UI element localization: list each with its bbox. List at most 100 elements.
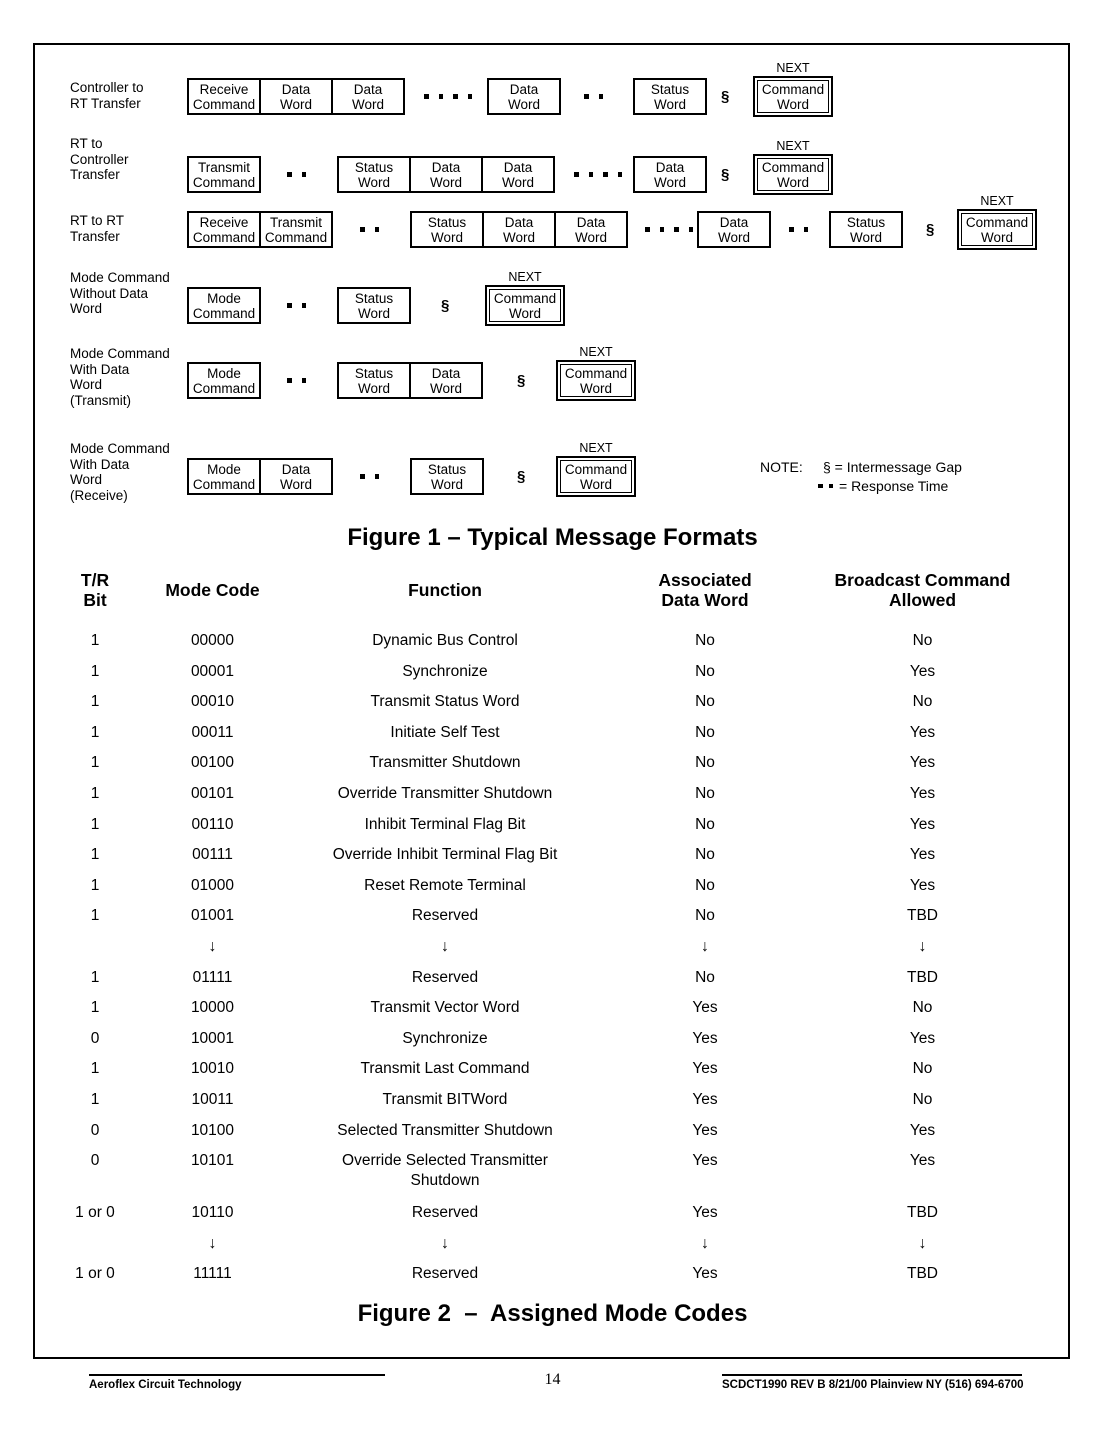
cell-mode-code: 10100 [190,1121,235,1139]
cell-mode-code: 11111 [193,1265,232,1283]
cell-tr-bit: 0 [90,1121,100,1139]
continuation-dots [424,78,472,115]
dot [301,172,306,177]
note-response-text: = Response Time [839,478,949,494]
intermessage-gap-symbol: § [926,221,935,238]
note-label: NOTE: [760,459,803,475]
cell-broadcast-allowed: Yes [909,1121,936,1139]
message-word-box: Receive Command [187,211,261,248]
cell-function: Reserved [411,968,479,986]
message-word-box: Transmit Command [259,211,333,248]
intermessage-gap-symbol: § [517,468,526,485]
next-command-word: NEXT Command Word [485,270,565,326]
message-word-box: Status Word [337,287,411,324]
cell-assoc-data-word: ↓ [701,937,709,955]
cell-assoc-data-word: Yes [692,1090,718,1108]
dot [674,227,679,232]
message-word-group: Data Word [633,156,707,193]
cell-function: Reserved [411,1204,479,1222]
dot [789,227,794,232]
message-word-box: Data Word [633,156,707,193]
response-time-dots [360,211,379,248]
page-border [33,43,1070,1359]
cell-function: Selected Transmitter Shutdown [337,1121,553,1139]
message-word-box: Status Word [633,78,707,115]
next-command-word-box: Command Word [961,213,1033,246]
cell-assoc-data-word: No [695,846,715,864]
message-word-box: Data Word [554,211,628,248]
dot [467,94,472,99]
dot [424,94,429,99]
cell-tr-bit: 1 [90,662,100,680]
cell-broadcast-allowed: Yes [909,1152,936,1170]
message-word-box: Data Word [259,458,333,495]
message-word-group: Transmit Command [187,156,261,193]
cell-broadcast-allowed: Yes [909,876,936,894]
message-word-box: Data Word [409,156,483,193]
response-time-dots [287,287,306,324]
next-label: NEXT [776,139,810,153]
message-word-box: Status Word [337,156,411,193]
cell-tr-bit: 1 or 0 [75,1204,115,1222]
next-label: NEXT [508,270,542,284]
cell-broadcast-allowed: Yes [909,754,936,772]
col-header-tr-bit: T/R Bit [80,570,110,610]
dot [287,172,292,177]
dot [688,227,693,232]
cell-tr-bit: 0 [90,1152,100,1170]
figure1-row-label: Mode Command Without Data Word [70,270,170,316]
cell-function: Transmit Status Word [370,693,520,711]
dot [803,227,808,232]
message-word-box: Data Word [409,362,483,399]
cell-tr-bit: 1 or 0 [75,1265,115,1283]
response-time-dots [287,156,306,193]
note-gap-definition: § = Intermessage Gap [823,459,962,475]
col-header-function: Function [408,580,482,600]
cell-broadcast-allowed: No [912,999,933,1017]
cell-assoc-data-word: No [695,876,715,894]
dot [287,303,292,308]
cell-broadcast-allowed: TBD [907,1204,938,1222]
cell-function: ↓ [441,1234,449,1252]
cell-assoc-data-word: Yes [692,1029,718,1047]
next-command-outer-box: Command Word [957,209,1037,250]
cell-mode-code: 00101 [190,784,235,802]
cell-tr-bit: 1 [90,723,100,741]
intermessage-gap-symbol: § [721,166,730,183]
cell-assoc-data-word: Yes [692,1265,718,1283]
dot [603,172,608,177]
cell-tr-bit: 1 [90,693,100,711]
response-time-dots [360,458,379,495]
cell-assoc-data-word: No [695,693,715,711]
next-command-outer-box: Command Word [485,285,565,326]
response-time-dot [818,483,823,489]
next-command-word-box: Command Word [489,289,561,322]
dot [574,172,579,177]
next-label: NEXT [579,345,613,359]
cell-assoc-data-word: No [695,723,715,741]
cell-mode-code: ↓ [208,1234,217,1252]
cell-tr-bit: 1 [90,1060,100,1078]
cell-mode-code: 00110 [191,815,234,833]
page-number: 14 [544,1371,561,1388]
message-word-box: Status Word [410,458,484,495]
message-word-box: Transmit Command [187,156,261,193]
cell-broadcast-allowed: No [912,693,933,711]
continuation-dots [645,211,693,248]
cell-tr-bit: 0 [90,1029,100,1047]
cell-tr-bit: 1 [90,907,100,925]
cell-mode-code: 10011 [191,1090,234,1108]
cell-broadcast-allowed: ↓ [918,937,927,955]
response-time-dots [287,362,306,399]
dot [360,227,365,232]
cell-function: Synchronize [402,1029,488,1047]
